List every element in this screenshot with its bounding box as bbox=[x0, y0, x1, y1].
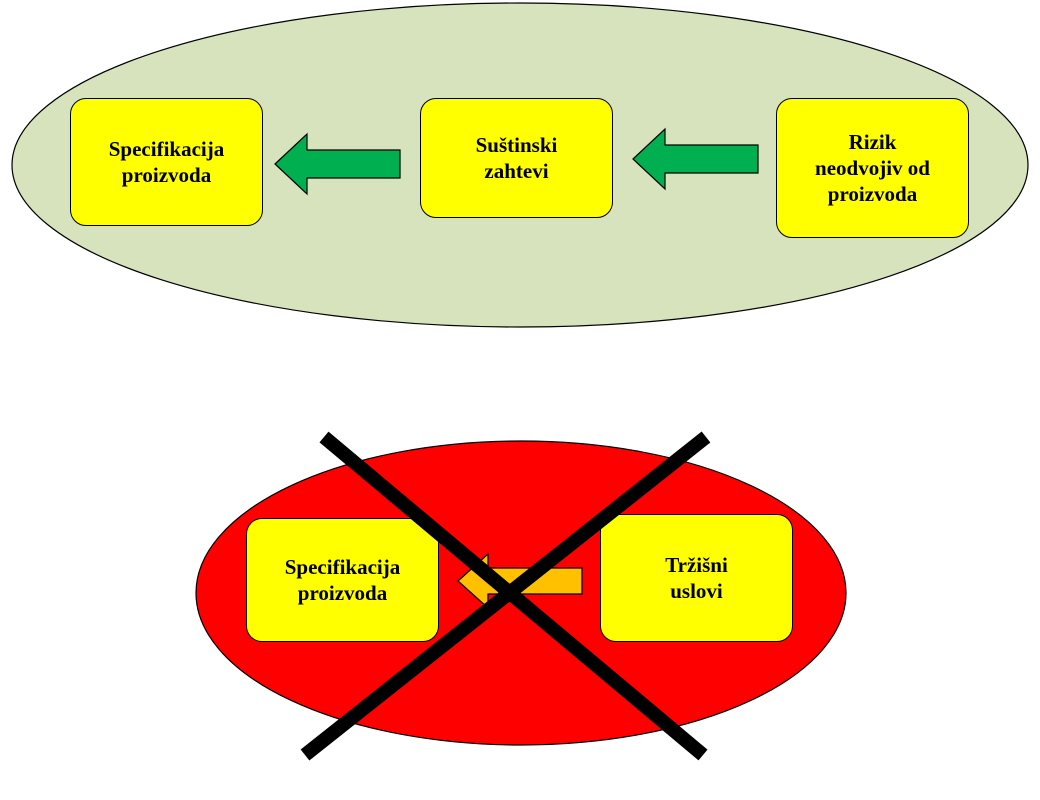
top-box-spec-line2: proizvoda bbox=[121, 163, 212, 187]
bottom-box-market-conditions: Tržišni uslovi bbox=[600, 514, 793, 642]
green-arrow-right bbox=[632, 127, 759, 191]
bottom-box-spec-line1: Specifikacija bbox=[284, 554, 401, 579]
top-box-risk-line1: Rizik bbox=[848, 129, 897, 154]
bottom-box-market-line1: Tržišni bbox=[665, 552, 728, 577]
top-box-risk-line2: neodvojiv od bbox=[815, 155, 930, 180]
top-box-spec-line1: Specifikacija bbox=[108, 136, 225, 161]
bottom-box-product-specification: Specifikacija proizvoda bbox=[246, 518, 439, 642]
top-box-essential-line1: Suštinski bbox=[475, 132, 558, 157]
top-box-essential-requirements: Suštinski zahtevi bbox=[420, 98, 613, 218]
green-arrow-left bbox=[274, 132, 401, 196]
bottom-box-spec-line2: proizvoda bbox=[297, 581, 388, 605]
cross-line-2 bbox=[300, 431, 711, 761]
top-box-essential-line2: zahtevi bbox=[484, 159, 549, 183]
top-box-inherent-risk: Rizik neodvojiv od proizvoda bbox=[776, 98, 969, 238]
bottom-box-market-line2: uslovi bbox=[670, 579, 723, 603]
top-box-product-specification: Specifikacija proizvoda bbox=[70, 98, 263, 226]
top-box-risk-line3: proizvoda bbox=[827, 182, 918, 207]
